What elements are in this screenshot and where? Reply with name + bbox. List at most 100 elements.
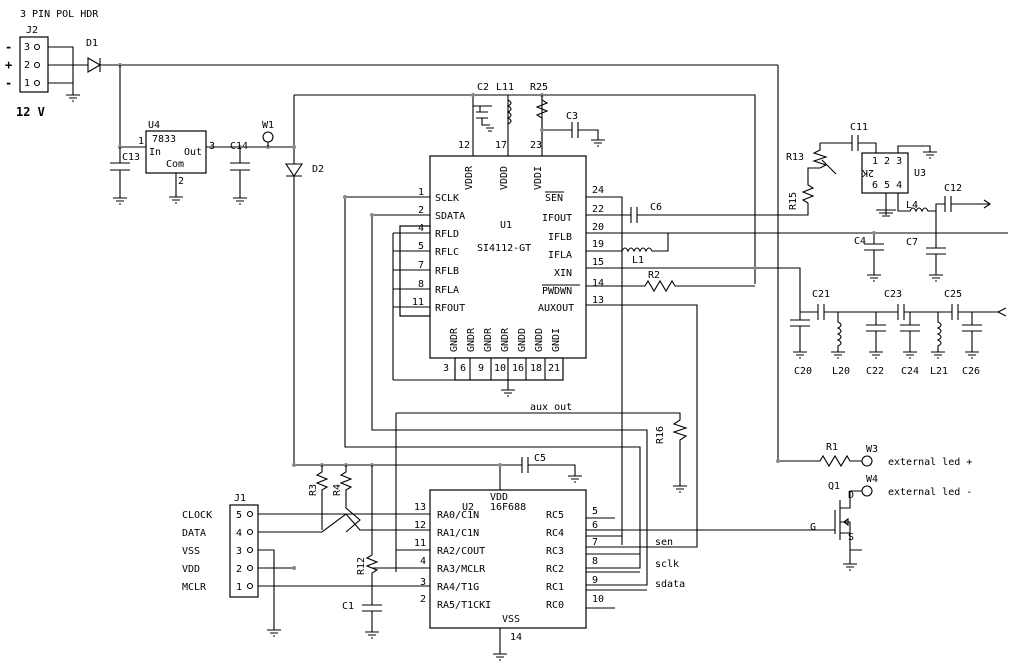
c7-capacitor-icon [926,211,946,282]
u1-pin-10: 10 [494,363,506,374]
u1-rflc-label: RFLC [435,247,459,258]
c11-ref: C11 [850,122,868,133]
c7-ref: C7 [906,237,918,248]
u1-ifla-label: IFLA [548,250,572,261]
ground-q1-icon [843,550,857,571]
u1-iflb-label: IFLB [548,232,572,243]
led-plus-label: external led + [888,457,972,468]
q1-ref: Q1 [828,481,840,492]
supply-voltage-label: 12 V [16,105,45,119]
u2-ra0-label: RA0/C1N [437,510,479,521]
u4-com-label: Com [166,159,184,170]
sen-net-label: sen [655,537,673,548]
u2-rc1-label: RC1 [546,582,564,593]
l1-inductor-icon [586,233,669,253]
ground-c2-icon [486,127,494,132]
output-arrow-icon [983,199,991,209]
c4-ref: C4 [854,236,866,247]
r25-ref: R25 [530,82,548,93]
c23-ref: C23 [884,289,902,300]
u2-ra5-label: RA5/T1CKI [437,600,491,611]
u4-out-label: Out [184,147,202,158]
u2-pin-8: 8 [592,556,598,567]
u3-top-pins: 1 2 3 [872,156,902,167]
j1-vss-label: VSS [182,546,200,557]
aux-out-net-label: aux out [530,402,572,413]
u1-pin-7: 7 [418,260,424,271]
j2-pin-2: 2 [24,60,30,71]
xin-net [586,267,801,305]
u1-pin-3: 3 [443,363,449,374]
u1-pin-1: 1 [418,187,424,198]
c4-capacitor-icon [864,233,884,282]
c5-ref: C5 [534,453,546,464]
j2-pin2-circle [33,61,41,69]
c13-capacitor-icon [110,147,130,198]
auxout-net [586,304,698,548]
r13-potentiometer-icon [812,143,837,175]
ground-c14-icon [233,197,247,205]
u1-gndr-label-3: GNDR [483,327,494,352]
d1-diode-icon [87,57,102,73]
sen-net [586,196,623,545]
junction-dot [471,93,475,97]
j2-polarity-minus-bottom: - [5,76,12,90]
c25-ref: C25 [944,289,962,300]
u2-pin-5: 5 [592,506,598,517]
l11-inductor-icon [506,99,512,125]
j1-clock-label: CLOCK [182,510,212,521]
l1-ref: L1 [632,255,644,266]
j2-pin-3: 3 [24,42,30,53]
u2-ra3-label: RA3/MCLR [437,564,486,575]
l20-ref: L20 [832,366,850,377]
u1-gnd-pin-block [454,357,564,381]
c22-ref: C22 [866,366,884,377]
u2-pin-4: 4 [420,556,426,567]
u1-pin-2: 2 [418,205,424,216]
c14-capacitor-icon [230,147,250,198]
r1-led-plus-net [777,65,862,468]
c6-ref: C6 [650,202,662,213]
l20-inductor-icon [831,312,845,359]
u1-pin-6: 6 [460,363,466,374]
sclk-net [344,196,641,569]
u1-si4112 [429,155,587,359]
c1-ref: C1 [342,601,354,612]
u1-left-pins [399,196,431,317]
ground-u1-icon [393,379,563,397]
j1-pin-5: 5 [236,510,242,521]
antenna-arrow-icon [997,307,1007,317]
u1-pin-16: 16 [512,363,524,374]
j2-pin3-circle [33,43,41,51]
u1-pin-8: 8 [418,279,424,290]
c3-ref: C3 [566,111,578,122]
rf-filter-series [800,304,998,320]
j1-pin-3: 3 [236,546,242,557]
w1-ref: W1 [262,120,274,131]
u1-pwdwn-label: PWDWN [542,286,572,297]
ground-u3-pin5-icon [876,193,896,217]
r15-ref: R15 [788,192,799,210]
u1-vddd-label: VDDD [499,166,510,190]
u2-right-pin-wires [586,517,647,609]
u1-gndi-label: GNDI [551,328,562,352]
c24-capacitor-icon [900,312,920,359]
aux-out-net-r16 [396,412,688,486]
j1-pin2-circle [246,564,254,572]
junction-dot [776,459,780,463]
j2-ref: J2 [26,25,38,36]
j1-mclr-label: MCLR [182,582,207,593]
w3-ref: W3 [866,444,878,455]
vdd-top-rail [294,94,756,284]
u1-pin-4: 4 [418,223,424,234]
r4-resistor-icon [339,465,361,533]
u2-part: 16F688 [490,502,526,513]
aux-out-drop [372,413,430,572]
l4-c12-chain [897,193,990,213]
u1-sdata-label: SDATA [435,211,465,222]
u2-pin-2: 2 [420,594,426,605]
u1-rfla-label: RFLA [435,285,459,296]
j1-pin4-circle [246,528,254,536]
c3-capacitor-icon [542,122,605,147]
u3-bottom-pins: 6 5 4 [872,180,902,191]
